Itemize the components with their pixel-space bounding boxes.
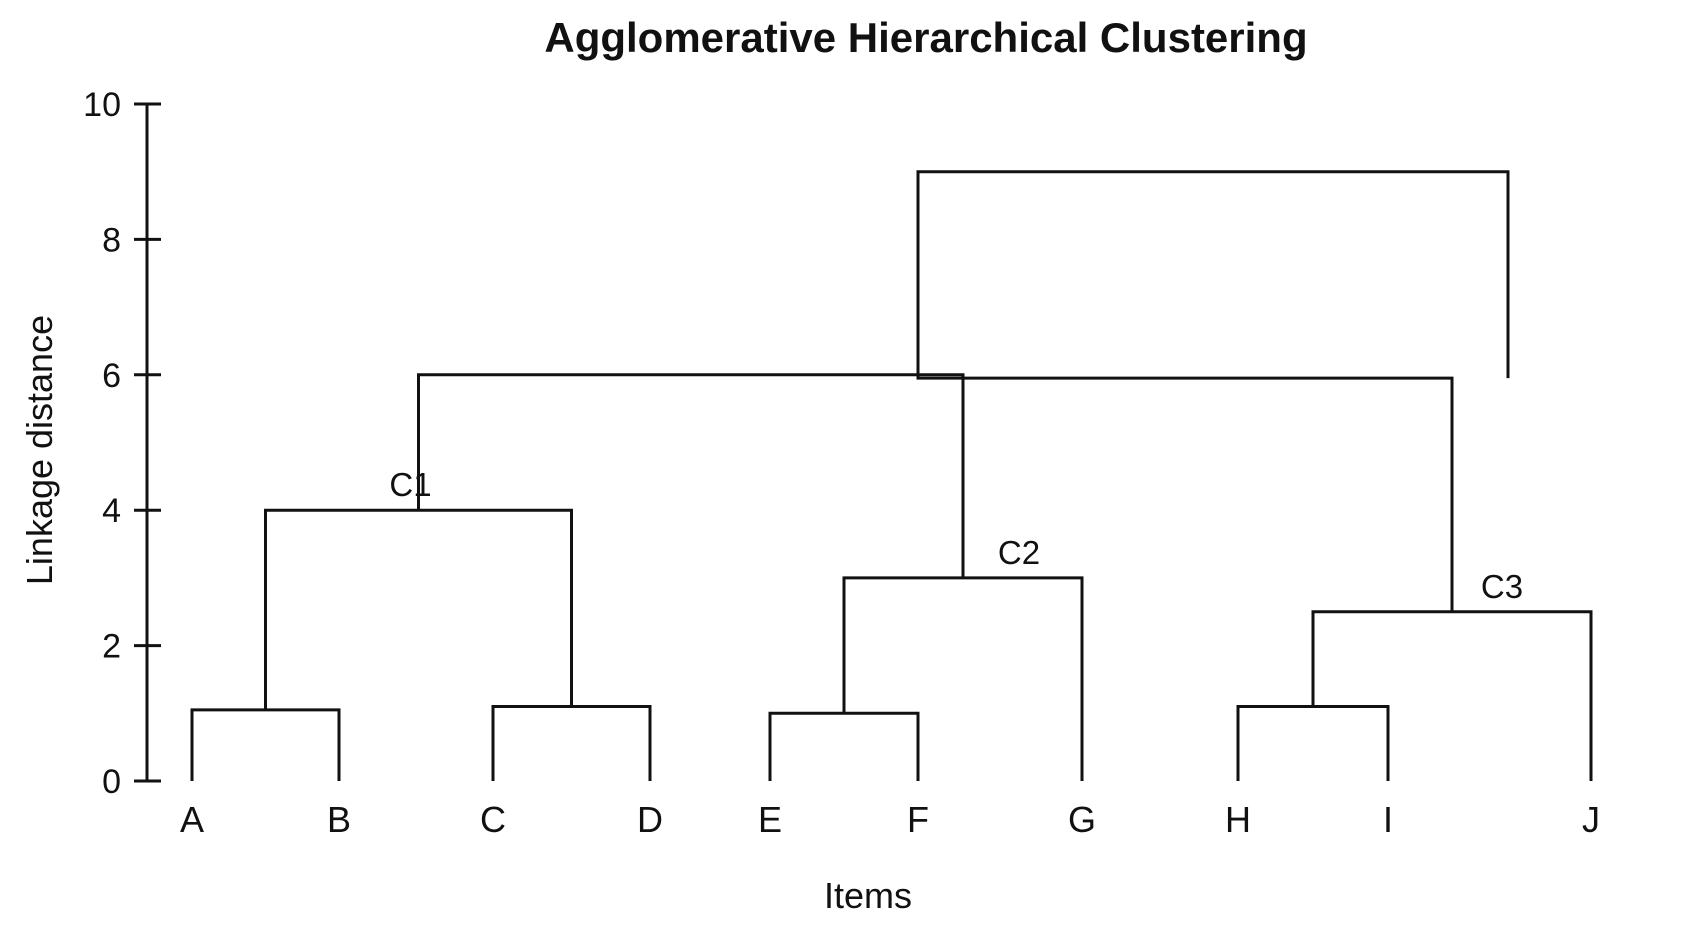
merge-m-mid2 — [916, 374, 1454, 612]
y-tick-label: 10 — [83, 86, 121, 124]
leaf-label: J — [1582, 799, 1600, 840]
merge-m-mid — [417, 373, 965, 578]
leaf-label: H — [1225, 799, 1251, 840]
leaf-label: I — [1383, 799, 1393, 840]
y-tick-label: 2 — [102, 628, 121, 666]
leaf-label: D — [637, 799, 663, 840]
merge-m-root — [916, 170, 1510, 379]
chart-title: Agglomerative Hierarchical Clustering — [544, 14, 1307, 61]
y-axis: 0 2 4 6 8 10 — [83, 86, 161, 801]
merge-m-c3 — [1311, 610, 1593, 781]
cluster-label: C2 — [998, 534, 1040, 571]
cluster-label: C1 — [389, 466, 431, 503]
dendrogram-links — [190, 170, 1593, 781]
merge-m-ab — [190, 708, 341, 781]
leaf-labels: A B C D E F G H I J — [180, 799, 1600, 840]
merge-m-ef — [768, 711, 920, 781]
leaf-label: C — [480, 799, 506, 840]
y-tick-label: 6 — [102, 357, 121, 395]
merge-m-hi — [1236, 705, 1390, 781]
leaf-label: B — [327, 799, 351, 840]
y-tick-label: 8 — [102, 221, 121, 259]
y-axis-label: Linkage distance — [19, 315, 60, 585]
leaf-label: E — [758, 799, 782, 840]
y-tick-label: 0 — [102, 763, 121, 801]
leaf-label: G — [1068, 799, 1096, 840]
merge-m-c2 — [842, 576, 1084, 781]
leaf-label: A — [180, 799, 204, 840]
cluster-label: C3 — [1481, 568, 1523, 605]
leaf-label: F — [907, 799, 929, 840]
merge-m-cd — [491, 705, 652, 781]
y-tick-label: 4 — [102, 492, 121, 530]
merge-m-c1 — [264, 508, 573, 710]
x-axis-label: Items — [824, 875, 912, 916]
